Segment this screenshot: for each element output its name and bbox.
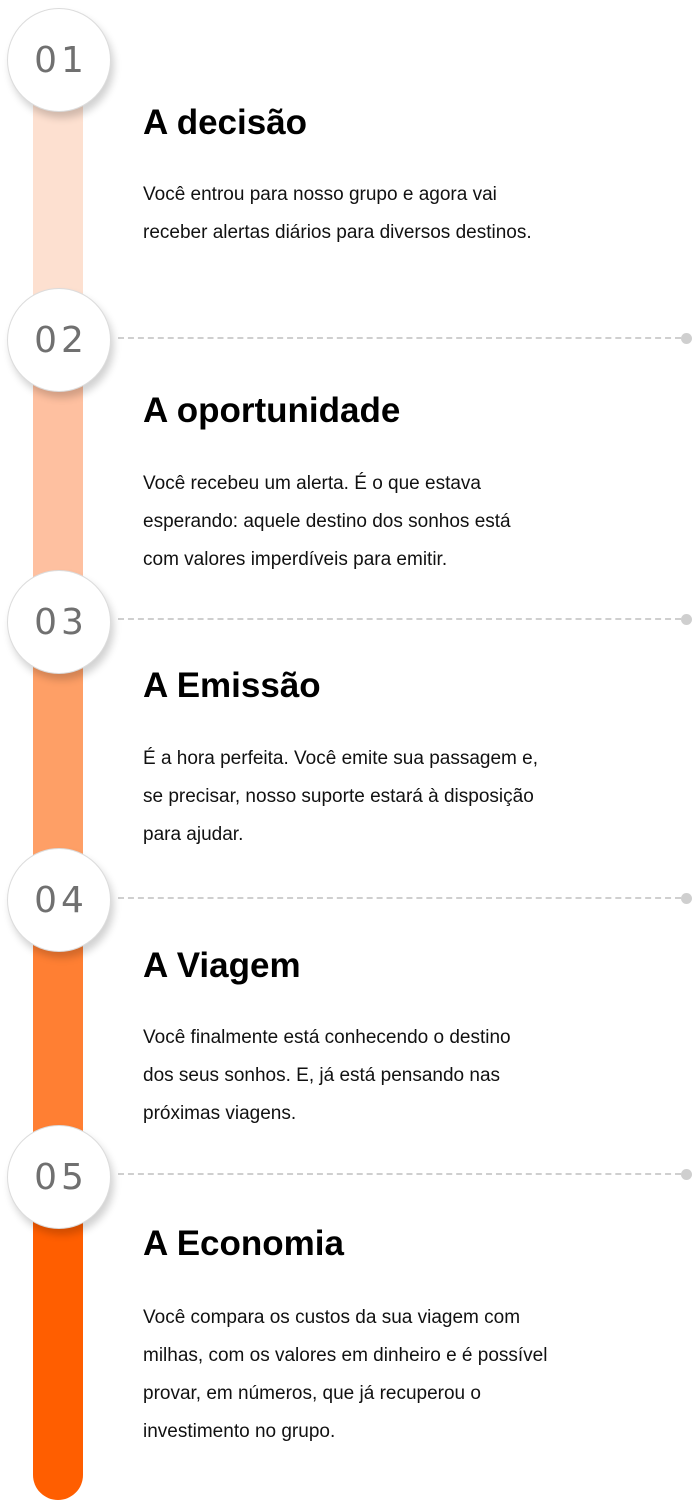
divider-line	[118, 897, 681, 899]
description-line: provar, em números, que já recuperou o	[143, 1383, 481, 1404]
description-line: Você recebeu um alerta. É o que estava	[143, 473, 481, 494]
step-title: A Economia	[143, 1224, 344, 1263]
description-line: Você finalmente está conhecendo o destin…	[143, 1027, 511, 1048]
description-line: para ajudar.	[143, 824, 244, 845]
divider-dot	[681, 893, 692, 904]
description-line: esperando: aquele destino dos sonhos est…	[143, 511, 511, 532]
step-description: Você finalmente está conhecendo o destin…	[143, 1019, 511, 1133]
step-number-badge: 04	[7, 848, 111, 952]
description-line: Você compara os custos da sua viagem com	[143, 1307, 521, 1328]
description-line: receber alertas diários para diversos de…	[143, 222, 532, 243]
description-line: investimento no grupo.	[143, 1421, 336, 1442]
description-line: com valores imperdíveis para emitir.	[143, 549, 448, 570]
description-line: Você entrou para nosso grupo e agora vai	[143, 184, 497, 205]
step-title: A decisão	[143, 103, 308, 142]
step-number-badge: 02	[7, 288, 111, 392]
description-line: milhas, com os valores em dinheiro e é p…	[143, 1345, 548, 1366]
description-line: próximas viagens.	[143, 1103, 297, 1124]
step-description: Você compara os custos da sua viagem com…	[143, 1299, 547, 1451]
divider-line	[118, 618, 681, 620]
description-line: se precisar, nosso suporte estará à disp…	[143, 786, 534, 807]
divider-line	[118, 337, 681, 339]
step-number-badge: 03	[7, 570, 111, 674]
step-number-badge: 01	[7, 8, 111, 112]
step-description: Você entrou para nosso grupo e agora vai…	[143, 176, 532, 252]
description-line: É a hora perfeita. Você emite sua passag…	[143, 748, 539, 769]
step-description: É a hora perfeita. Você emite sua passag…	[143, 740, 538, 854]
divider-dot	[681, 333, 692, 344]
divider-dot	[681, 1169, 692, 1180]
divider-line	[118, 1173, 681, 1175]
description-line: dos seus sonhos. E, já está pensando nas	[143, 1065, 501, 1086]
step-title: A Emissão	[143, 666, 321, 705]
divider-dot	[681, 614, 692, 625]
timeline-bar-segment-5	[33, 1177, 83, 1500]
step-description: Você recebeu um alerta. É o que estava e…	[143, 465, 511, 579]
step-number-badge: 05	[7, 1125, 111, 1229]
step-title: A Viagem	[143, 946, 301, 985]
step-title: A oportunidade	[143, 391, 401, 430]
